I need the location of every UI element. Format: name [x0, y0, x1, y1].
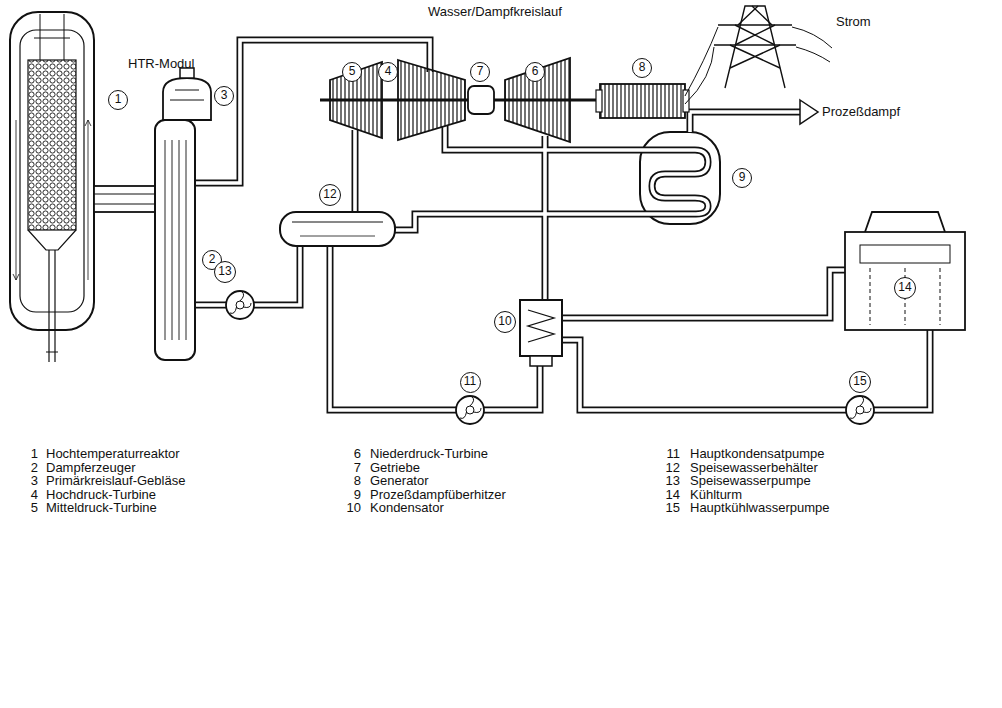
- legend-number: 14: [656, 487, 680, 503]
- legend-text: Generator: [370, 473, 429, 489]
- legend-number: 11: [656, 446, 680, 462]
- callout-number: 3: [221, 89, 228, 102]
- callout-circle: 8: [632, 58, 652, 78]
- legend-number: 15: [656, 500, 680, 516]
- condensate-pump: [456, 396, 484, 424]
- legend-number: 12: [656, 460, 680, 476]
- pipe-outline: [194, 40, 930, 410]
- callout-circle: 13: [214, 261, 236, 283]
- legend-number: 9: [337, 487, 361, 503]
- cooling-water-pump: [846, 396, 874, 424]
- arrow-head: [800, 100, 818, 124]
- callout-number: 6: [532, 65, 539, 78]
- legend-number: 6: [337, 446, 361, 462]
- cooling-tower: [845, 212, 965, 330]
- callout-circle: 12: [319, 184, 341, 206]
- callout-circle: 11: [460, 372, 481, 393]
- callout-number: 8: [639, 61, 646, 74]
- callout-number: 4: [385, 65, 392, 78]
- legend-text: Getriebe: [370, 460, 420, 476]
- legend-number: 1: [14, 446, 38, 462]
- callout-circle: 3: [214, 86, 234, 106]
- legend-number: 4: [14, 487, 38, 503]
- part-label: Prozeßdampf: [822, 104, 900, 120]
- legend-number: 5: [14, 500, 38, 516]
- callout-number: 5: [349, 65, 356, 78]
- legend-text: Niederdruck-Turbine: [370, 446, 488, 462]
- steam-generator: [155, 68, 211, 360]
- low-pressure-turbine: [505, 58, 570, 142]
- legend-number: 8: [337, 473, 361, 489]
- legend-text: Mitteldruck-Turbine: [46, 500, 157, 516]
- feedwater-tank: [280, 212, 395, 246]
- callout-number: 7: [477, 65, 484, 78]
- feedwater-pump: [226, 291, 254, 319]
- high-pressure-turbine: [398, 60, 465, 140]
- legend-number: 10: [337, 500, 361, 516]
- legend-number: 13: [656, 473, 680, 489]
- callout-circle: 6: [525, 62, 545, 82]
- callout-circle: 9: [732, 168, 752, 188]
- generator: [596, 84, 689, 118]
- callout-circle: 10: [494, 311, 516, 333]
- legend-text: Hauptkondensatpumpe: [690, 446, 824, 462]
- gearbox: [468, 86, 494, 114]
- callout-circle: 15: [849, 371, 871, 393]
- legend-number: 7: [337, 460, 361, 476]
- callout-number: 11: [464, 375, 476, 388]
- legend-text: Dampferzeuger: [46, 460, 136, 476]
- callout-number: 12: [323, 188, 336, 201]
- callout-number: 10: [498, 315, 511, 328]
- legend-text: Prozeßdampfüberhitzer: [370, 487, 506, 503]
- legend-text: Speisewasserbehälter: [690, 460, 818, 476]
- callout-circle: 5: [342, 62, 362, 82]
- callout-circle: 4: [378, 62, 398, 82]
- callout-number: 15: [853, 375, 866, 388]
- callout-number: 2: [209, 253, 216, 266]
- callout-circle: 7: [470, 62, 490, 82]
- callout-number: 14: [898, 281, 911, 294]
- part-label: Strom: [836, 14, 871, 30]
- legend-number: 2: [14, 460, 38, 476]
- legend-text: Hauptkühlwasserpumpe: [690, 500, 829, 516]
- callout-number: 9: [739, 171, 746, 184]
- legend-text: Kondensator: [370, 500, 444, 516]
- reactor: [10, 12, 94, 362]
- legend-text: Primärkreislauf-Gebläse: [46, 473, 185, 489]
- callout-circle: 1: [108, 90, 128, 110]
- callout-number: 13: [218, 265, 231, 278]
- legend-text: Hochdruck-Turbine: [46, 487, 156, 503]
- condenser: [520, 300, 562, 366]
- callout-circle: 14: [894, 277, 916, 299]
- pipe-inner: [194, 40, 930, 410]
- part-label: HTR-Modul: [128, 56, 194, 72]
- legend-text: Kühlturm: [690, 487, 742, 503]
- callout-number: 1: [115, 93, 122, 106]
- hot-gas-duct: [94, 186, 156, 212]
- intermediate-pressure-turbine: [330, 62, 382, 138]
- diagram-title: Wasser/Dampfkreislauf: [428, 4, 562, 20]
- legend-text: Speisewasserpumpe: [690, 473, 811, 489]
- legend-number: 3: [14, 473, 38, 489]
- power-pylon: [685, 6, 832, 104]
- legend-text: Hochtemperaturreaktor: [46, 446, 180, 462]
